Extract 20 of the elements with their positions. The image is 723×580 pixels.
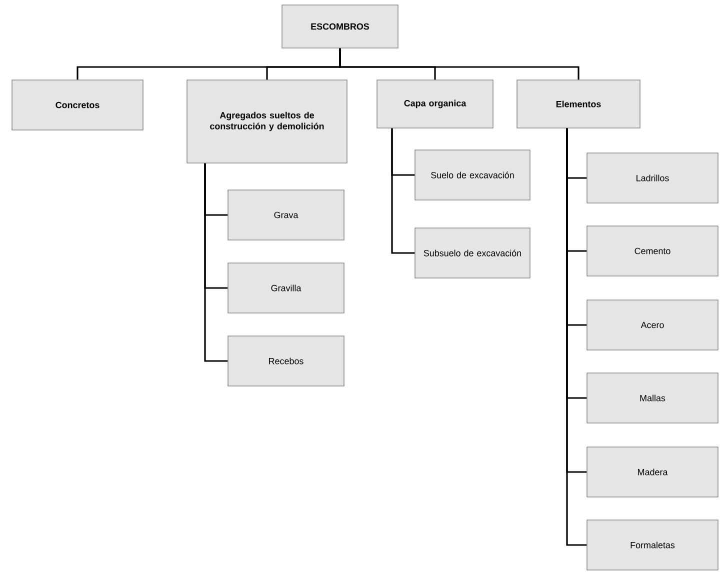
item-box: Madera <box>586 446 718 498</box>
category-box: Agregados sueltos de construcción y demolición <box>186 80 348 164</box>
item-box: Formaletas <box>586 520 718 570</box>
item-box: Grava <box>228 190 344 240</box>
item-box: Acero <box>586 300 718 350</box>
connector-line <box>566 128 587 546</box>
category-box: ESCOMBROS <box>282 4 398 48</box>
category-box: Elementos <box>516 80 640 128</box>
item-box: Gravilla <box>228 262 344 314</box>
item-box: Recebos <box>228 336 344 386</box>
category-box: Concretos <box>12 80 144 130</box>
item-box: Mallas <box>586 372 718 424</box>
item-box: Ladrillos <box>586 152 718 204</box>
item-box: Cemento <box>586 226 718 276</box>
connector-line <box>391 128 415 254</box>
item-box: Suelo de excavación <box>414 150 530 200</box>
item-box: Subsuelo de excavación <box>414 228 530 278</box>
connector-line <box>339 48 580 80</box>
category-box: Capa organica <box>376 80 494 128</box>
connector-line <box>204 163 228 362</box>
